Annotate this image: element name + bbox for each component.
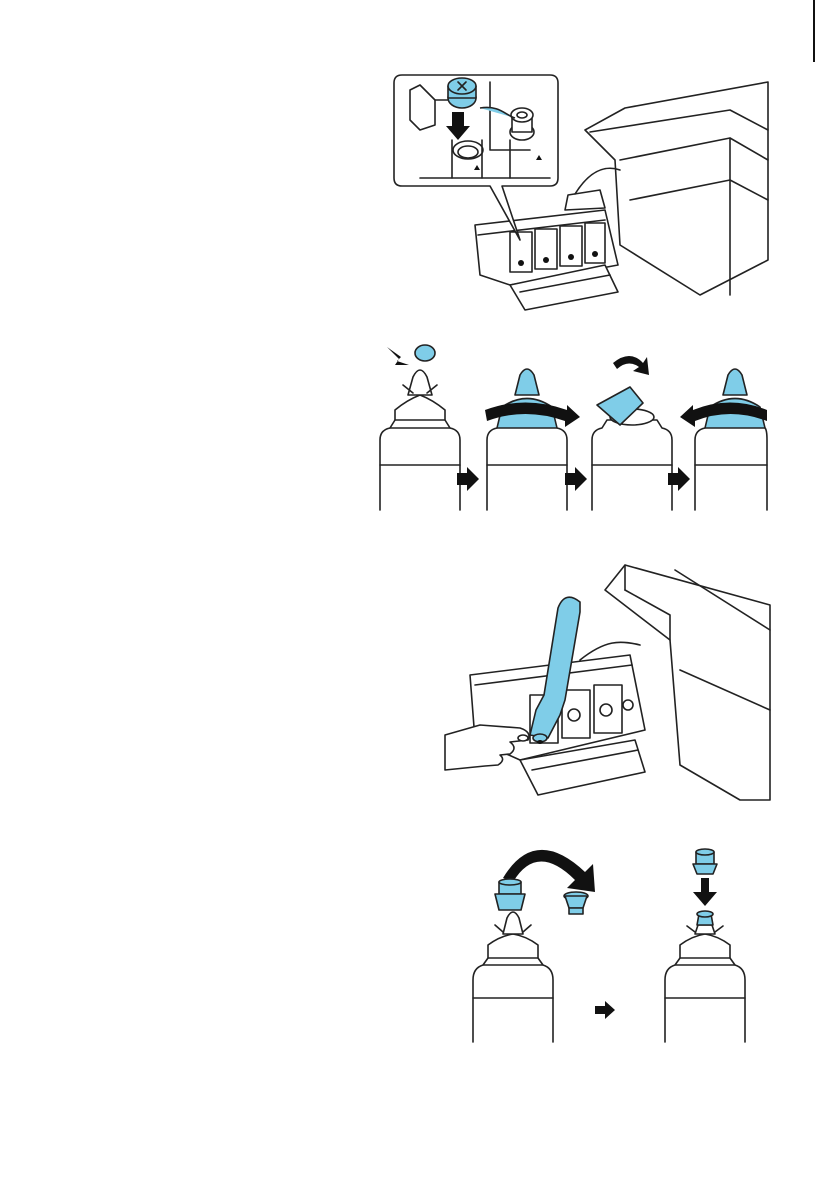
arrow-down-icon [693,878,717,906]
page-edge-line [813,0,815,62]
figure-fill-tank [440,560,775,805]
cap-icon [564,892,588,914]
open-tank-illustration [390,70,775,330]
cap-icon [693,849,717,874]
cap-icon [495,879,525,910]
magnified-inset [394,75,558,240]
figure-open-tank-cap [390,70,775,330]
bottle-icon [695,369,767,510]
bottle-icon [380,370,460,510]
bottle-icon [665,911,745,1042]
tank-cap-icon [510,108,534,140]
bottle-sequence-illustration [375,335,770,515]
bottle-icon [473,912,553,1042]
bottle-icon [592,409,672,510]
snap-icon [387,345,435,365]
figure-bottle-sequence [375,335,770,515]
arrow-right-icon [565,467,587,491]
bottle-icon [487,369,567,510]
store-cap-illustration [455,830,755,1045]
arrow-right-icon [595,1001,615,1019]
figure-store-cap [455,830,755,1045]
fill-tank-illustration [440,560,775,805]
